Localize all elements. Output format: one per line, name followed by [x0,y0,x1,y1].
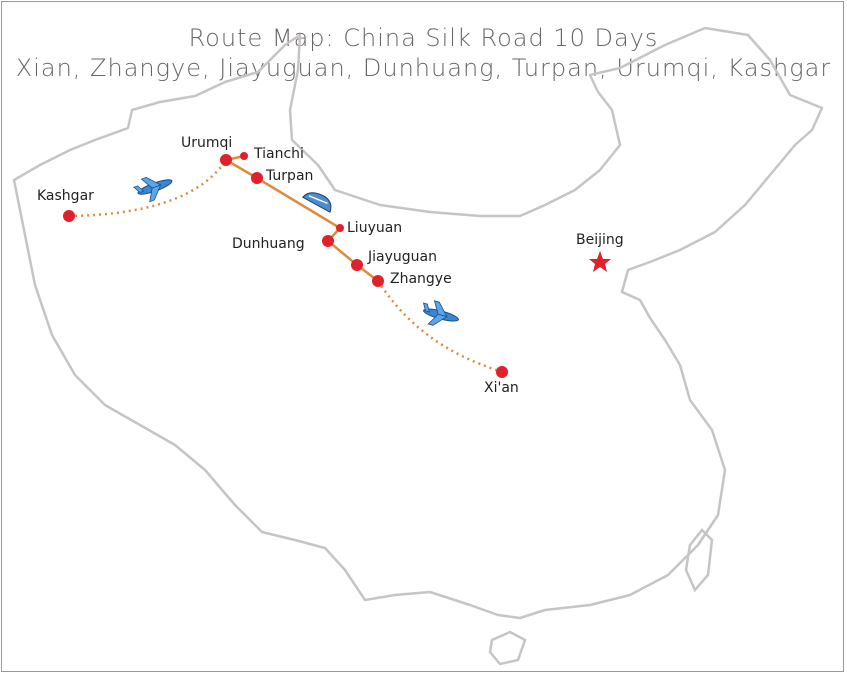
taiwan-island [684,528,714,593]
marker-urumqi[interactable] [220,154,232,166]
map-title: Route Map: China Silk Road 10 Days [188,24,659,52]
label-jiayuguan: Jiayuguan [368,249,437,265]
label-turpan: Turpan [266,168,314,184]
train-icon [301,192,332,213]
airplane-icon [133,176,173,203]
label-liuyuan: Liuyuan [347,220,403,236]
marker-jiayuguan[interactable] [351,259,363,271]
marker-tianchi[interactable] [240,152,248,160]
marker-turpan[interactable] [251,172,263,184]
label-tianchi: Tianchi [254,146,304,162]
marker-xian[interactable] [496,366,508,378]
star-icon[interactable] [589,251,611,272]
marker-dunhuang[interactable] [322,235,334,247]
label-urumqi: Urumqi [181,135,233,151]
flight-route-kashgar [68,159,228,218]
city-markers [63,152,611,378]
label-zhangye: Zhangye [390,271,452,287]
marker-liuyuan[interactable] [336,224,344,232]
hainan-island [488,630,527,666]
airplane-icon [422,300,459,326]
china-border [12,26,824,620]
marker-kashgar[interactable] [63,210,75,222]
flight-route-xian [376,280,503,374]
label-kashgar: Kashgar [37,188,94,204]
label-xian: Xi'an [484,380,519,396]
map-subtitle: Xian, Zhangye, Jiayuguan, Dunhuang, Turp… [15,54,832,82]
label-beijing: Beijing [576,232,624,248]
label-dunhuang: Dunhuang [232,236,305,252]
marker-zhangye[interactable] [372,275,384,287]
